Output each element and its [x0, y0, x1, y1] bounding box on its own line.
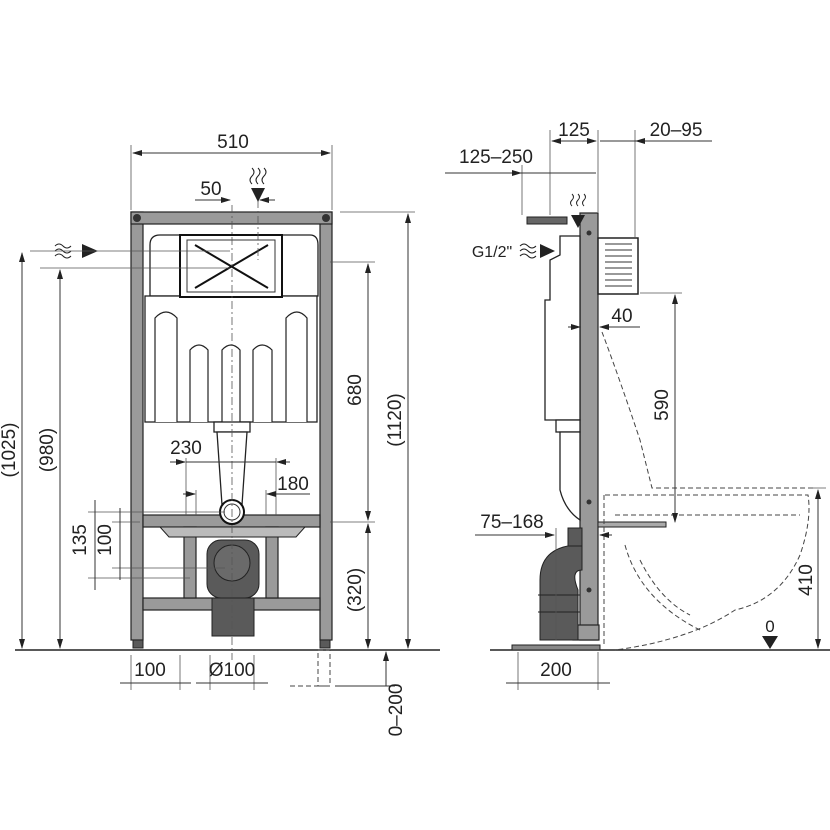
- inlet-thread-label: G1/2": [472, 244, 512, 261]
- dim-230: 230: [170, 438, 202, 459]
- side-cistern: [526, 193, 639, 522]
- dim-680: 680: [345, 374, 366, 406]
- toilet-bowl-outline: [601, 331, 815, 651]
- dim-50: 50: [200, 179, 221, 200]
- dim-100-vertical: 100: [95, 524, 116, 556]
- dim-1120: (1120): [385, 393, 406, 447]
- side-drain-elbow: [538, 521, 667, 641]
- side-frame: [511, 212, 601, 651]
- water-inlet-side-icon: [519, 243, 555, 259]
- dim-180: 180: [277, 474, 309, 495]
- dim-320: (320): [345, 568, 366, 612]
- dim-40: 40: [611, 306, 632, 327]
- floor-level-marker-icon: [762, 636, 778, 649]
- dim-1025: (1025): [0, 423, 20, 478]
- dim-100-foot: 100: [134, 660, 166, 681]
- dim-980: (980): [37, 428, 58, 472]
- dim-125-250: 125–250: [459, 147, 533, 168]
- dim-drain-diameter: Ø100: [209, 660, 255, 681]
- front-cistern: [144, 234, 319, 525]
- dim-410: 410: [796, 564, 817, 596]
- dim-0-200: 0–200: [386, 684, 407, 737]
- dim-125: 125: [558, 120, 590, 141]
- dim-510: 510: [217, 132, 249, 153]
- dim-20-95: 20–95: [650, 120, 703, 141]
- dim-135: 135: [70, 524, 91, 556]
- dim-200: 200: [540, 660, 572, 681]
- dim-75-168: 75–168: [480, 512, 543, 533]
- front-drain-elbow: [206, 539, 260, 637]
- dim-590: 590: [652, 389, 673, 421]
- flush-plate-side: [597, 237, 639, 295]
- floor-zero-label: 0: [765, 617, 774, 636]
- water-inlet-top-icon: [249, 167, 267, 202]
